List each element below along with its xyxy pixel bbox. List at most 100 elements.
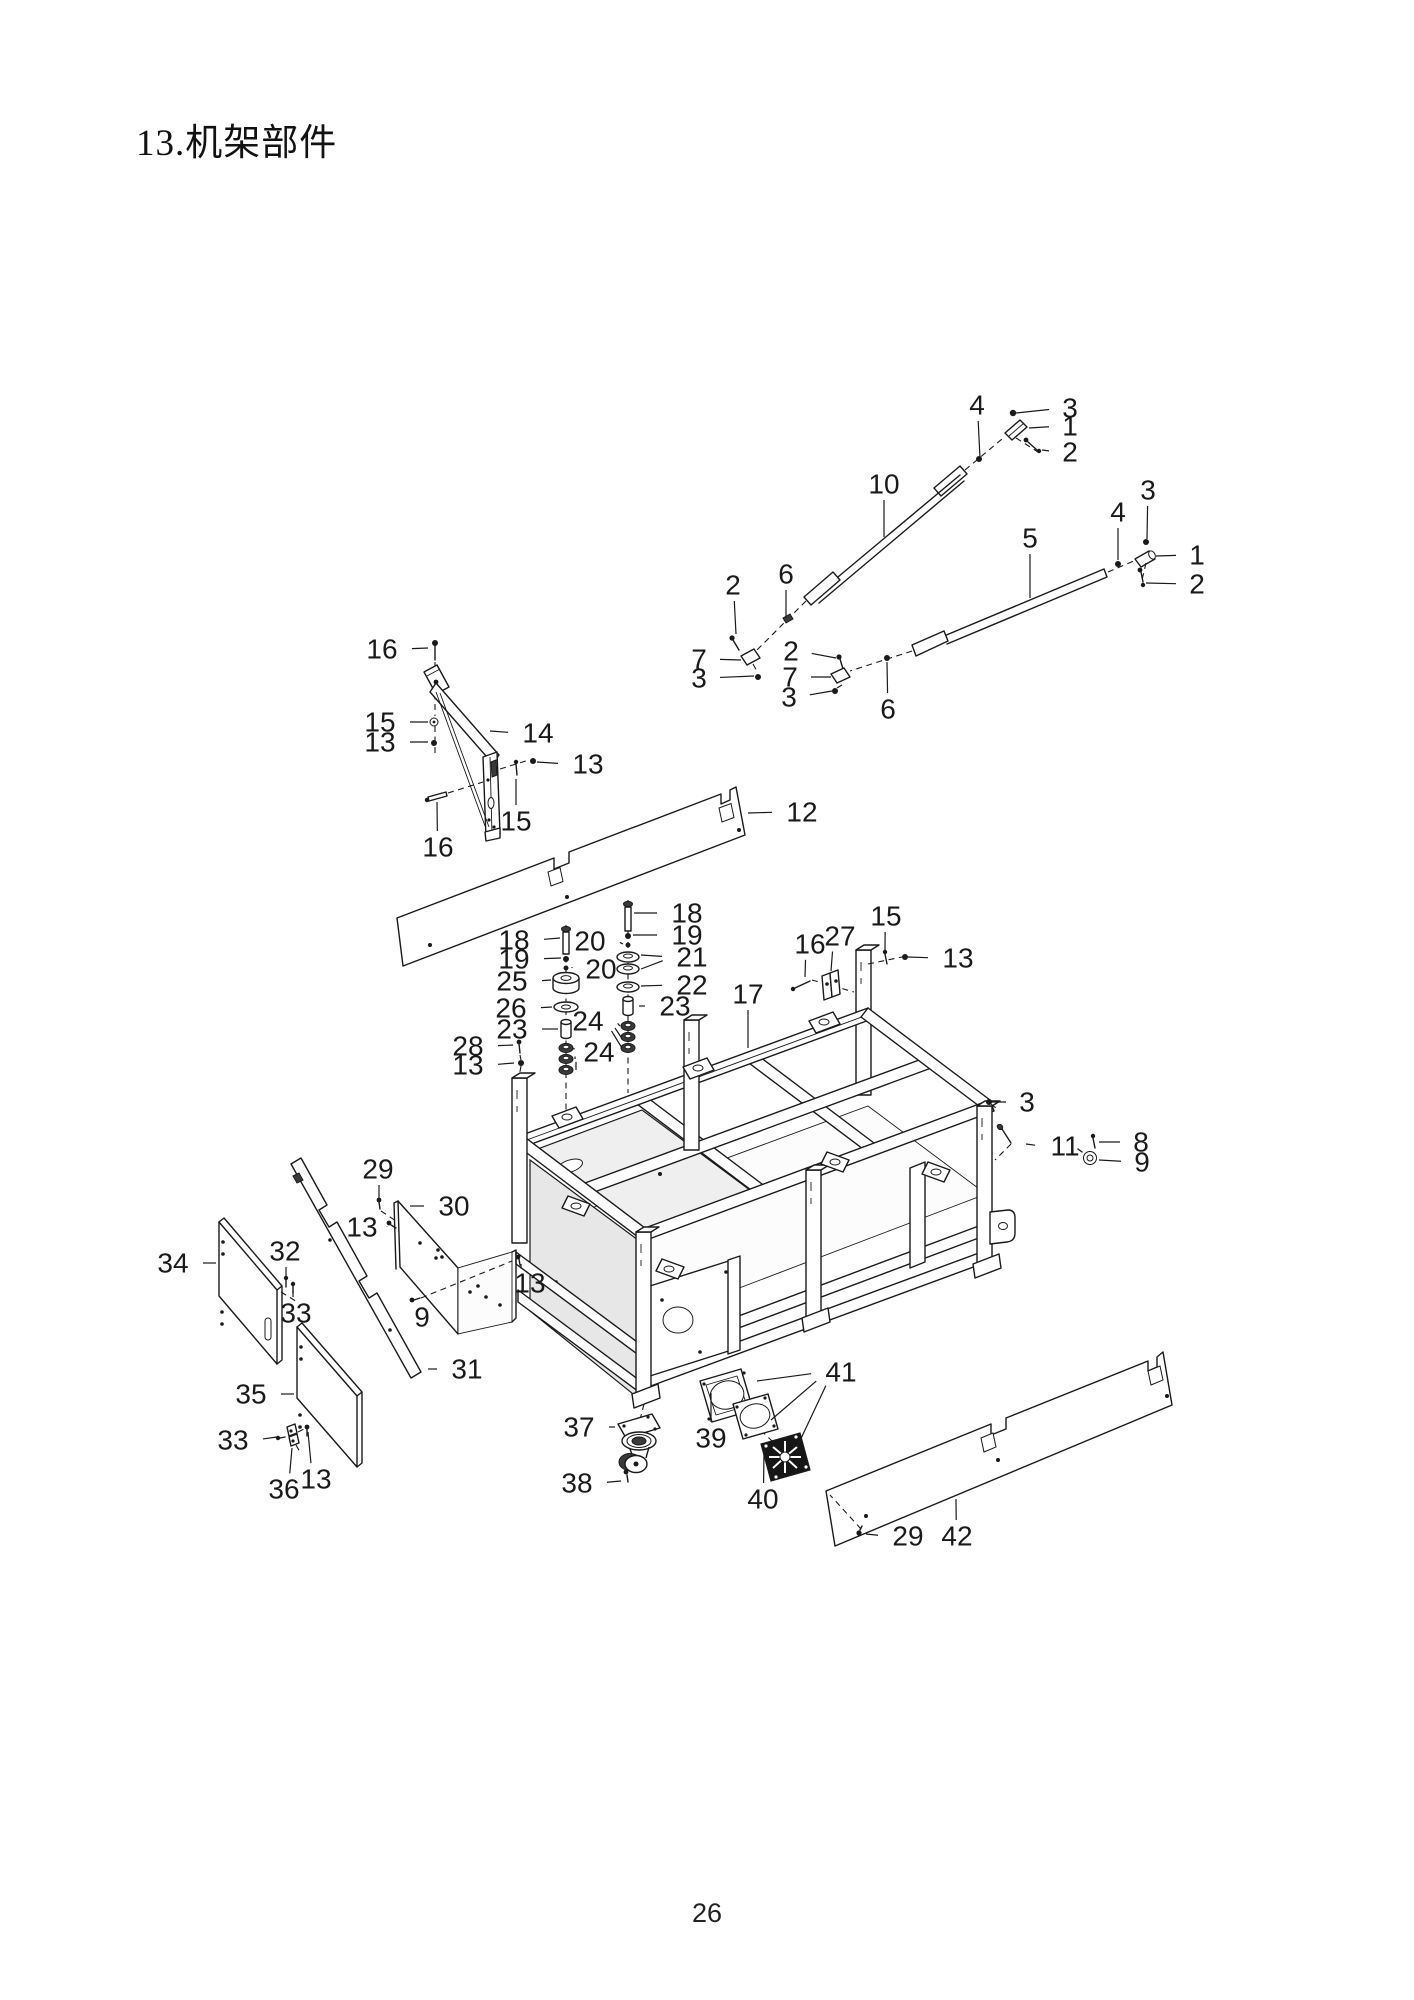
callout-part-7: 7 [782, 662, 831, 693]
callout-number: 18 [671, 898, 702, 929]
callout-part-11: 11 [1025, 1131, 1080, 1162]
screw-28-pin-13 [516, 1039, 524, 1078]
callout-number: 14 [522, 718, 553, 749]
callout-number: 23 [496, 1014, 527, 1045]
callout-number: 6 [880, 694, 896, 725]
callout-number: 16 [794, 929, 825, 960]
callout-part-23: 23 [639, 991, 691, 1022]
rod5-left-fitting [830, 654, 851, 694]
callout-number: 37 [563, 1412, 594, 1443]
callout-part-5: 5 [1022, 523, 1038, 598]
mount-stack-right [616, 900, 640, 1093]
callout-part-2: 2 [1041, 437, 1078, 468]
callout-part-13: 13 [514, 1264, 546, 1299]
callout-part-18: 18 [634, 898, 703, 929]
callout-number: 3 [1062, 393, 1078, 424]
callout-part-3: 3 [987, 1087, 1035, 1118]
callout-part-24: 24 [573, 1037, 615, 1070]
leader-line [541, 979, 552, 982]
side-panel-34 [218, 1217, 283, 1365]
callout-part-7: 7 [691, 644, 742, 675]
callout-number: 13 [572, 749, 603, 780]
callout-number: 12 [786, 797, 817, 828]
callout-number: 3 [691, 663, 707, 694]
rear-panel-12 [396, 786, 746, 967]
leader-line [489, 730, 509, 733]
callout-part-27: 27 [824, 921, 856, 972]
callout-part-20: 20 [574, 926, 624, 957]
callout-number: 21 [676, 942, 707, 973]
leader-line [540, 1006, 553, 1009]
callout-part-13: 13 [300, 1431, 332, 1495]
callout-number: 16 [422, 832, 453, 863]
callout-part-37: 37 [563, 1412, 615, 1443]
callout-part-13: 13 [346, 1212, 388, 1243]
callout-number: 13 [514, 1268, 545, 1299]
callout-number: 29 [362, 1154, 393, 1185]
callout-number: 27 [824, 921, 855, 952]
bracket-panel-30 [393, 1200, 521, 1335]
callout-part-41: 41 [756, 1357, 857, 1448]
callout-part-2: 2 [1145, 569, 1205, 600]
callout-number: 13 [300, 1464, 331, 1495]
callout-number: 2 [725, 570, 741, 601]
callout-number: 42 [941, 1521, 972, 1552]
screw-11-clamp-8-9 [986, 1099, 1097, 1165]
hinge-27-pins [790, 949, 908, 1001]
callout-number: 36 [268, 1474, 299, 1505]
leader-line [1098, 1159, 1122, 1162]
callout-part-14: 14 [489, 718, 554, 749]
callout-number: 4 [969, 390, 985, 421]
callout-part-38: 38 [561, 1468, 622, 1499]
callout-part-32: 32 [269, 1236, 301, 1276]
callout-part-3: 3 [1015, 393, 1078, 424]
callout-part-39: 39 [695, 1393, 727, 1454]
leader-line [719, 675, 755, 679]
callout-number: 24 [583, 1037, 614, 1068]
callout-number: 1 [1189, 540, 1205, 571]
callout-number: 39 [695, 1423, 726, 1454]
leader-line [796, 1385, 827, 1448]
callout-number: 22 [676, 970, 707, 1001]
leader-line [543, 937, 561, 940]
callout-part-25: 25 [496, 966, 552, 997]
callout-part-31: 31 [428, 1354, 483, 1385]
callout-number: 24 [572, 1006, 603, 1037]
callout-part-4: 4 [969, 390, 985, 459]
callout-number: 3 [781, 682, 797, 713]
page-title: 13.机架部件 [136, 123, 338, 164]
support-bracket-14 [423, 640, 536, 842]
leader-line [811, 652, 837, 659]
support-rod-5 [849, 559, 1137, 672]
leader-line [804, 959, 807, 978]
leader-line [719, 658, 742, 661]
callout-part-40: 40 [747, 1448, 779, 1515]
callout-part-4: 4 [1110, 497, 1126, 560]
callout-number: 19 [498, 944, 529, 975]
callout-part-36: 36 [268, 1447, 300, 1505]
callout-part-9: 9 [1098, 1147, 1150, 1178]
callout-number: 13 [942, 943, 973, 974]
bottom-panel-42 [825, 1351, 1173, 1547]
callout-number: 8 [1133, 1127, 1149, 1158]
callout-part-2: 2 [783, 636, 837, 667]
leader-line [977, 420, 981, 459]
page-number: 26 [691, 1898, 723, 1928]
callout-number: 17 [732, 979, 763, 1010]
callout-number: 20 [574, 926, 605, 957]
leader-line [289, 1447, 293, 1474]
mount-tabs [551, 1011, 951, 1280]
callout-part-3: 3 [781, 682, 833, 713]
nuts-24-right [620, 1020, 636, 1054]
leader-line [262, 1436, 278, 1440]
callout-number: 35 [235, 1379, 266, 1410]
callout-number: 3 [1140, 475, 1156, 506]
callout-part-21: 21 [640, 942, 708, 973]
callout-number: 2 [783, 636, 799, 667]
callout-number: 26 [495, 993, 526, 1024]
leader-line [543, 957, 562, 960]
callout-part-1: 1 [1155, 540, 1205, 571]
callout-part-33: 33 [217, 1425, 278, 1456]
